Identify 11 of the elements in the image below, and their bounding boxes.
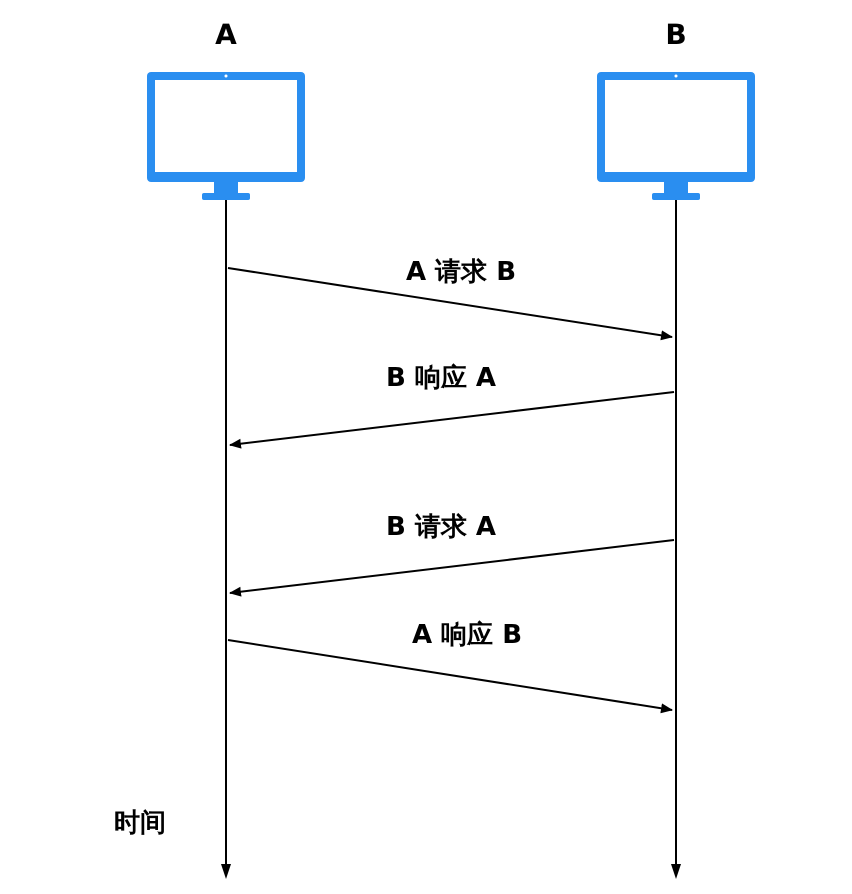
host-label: A [214, 18, 238, 52]
time-axis-label: 时间 [114, 807, 166, 840]
message-arrow [228, 267, 673, 340]
message-arrow [229, 391, 674, 449]
edge-label: B 响应 A [386, 362, 496, 395]
message-arrow [229, 539, 674, 597]
edge-label: A 请求 B [406, 256, 516, 289]
edge-label: B 请求 A [386, 511, 496, 544]
edge-label: A 响应 B [412, 619, 522, 652]
message-arrow [228, 639, 673, 714]
host-label: B [664, 18, 688, 52]
